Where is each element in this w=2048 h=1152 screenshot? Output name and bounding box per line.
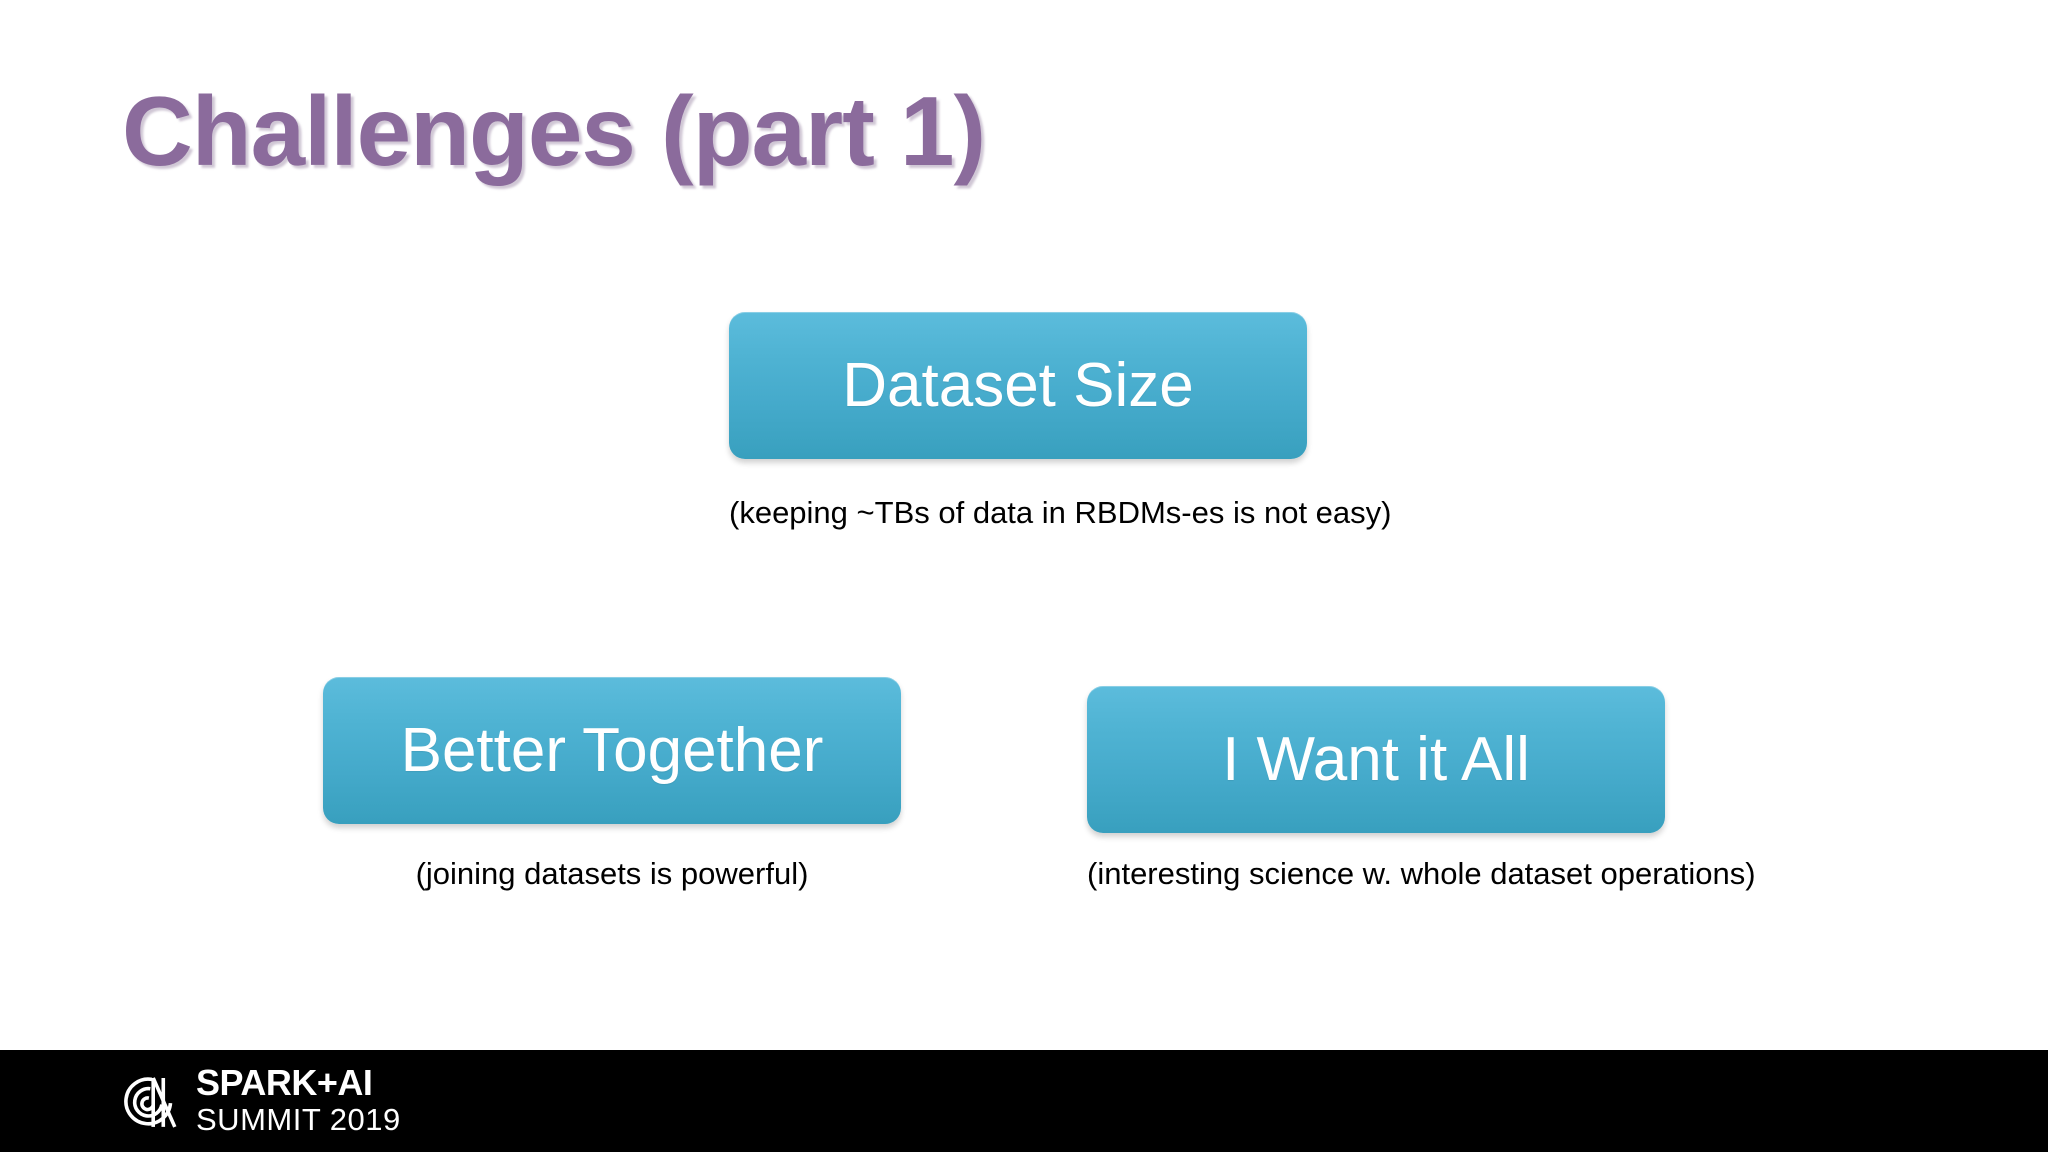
- caption-i-want-it-all: (interesting science w. whole dataset op…: [1087, 856, 1756, 891]
- spark-ai-summit-wordmark: SPARK+AI SUMMIT 2019: [196, 1065, 401, 1137]
- chip-dataset-size-label: Dataset Size: [842, 350, 1194, 420]
- chip-better-together-label: Better Together: [400, 715, 824, 785]
- page-title: Challenges (part 1): [122, 76, 986, 186]
- chip-i-want-it-all[interactable]: I Want it All: [1087, 686, 1665, 833]
- spark-ai-summit-monogram-icon: [124, 1077, 177, 1128]
- caption-better-together: (joining datasets is powerful): [415, 856, 809, 891]
- chip-i-want-it-all-label: I Want it All: [1222, 724, 1530, 794]
- footer-logo-line2: SUMMIT 2019: [196, 1102, 401, 1138]
- footer-logo-line1: SPARK+AI: [196, 1062, 373, 1104]
- footer-bar: SPARK+AI SUMMIT 2019: [0, 1050, 2048, 1152]
- caption-dataset-size: (keeping ~TBs of data in RBDMs-es is not…: [729, 495, 1392, 530]
- spark-ai-summit-logo: SPARK+AI SUMMIT 2019: [110, 1065, 401, 1137]
- chip-dataset-size[interactable]: Dataset Size: [729, 312, 1307, 459]
- chip-better-together[interactable]: Better Together: [323, 677, 901, 824]
